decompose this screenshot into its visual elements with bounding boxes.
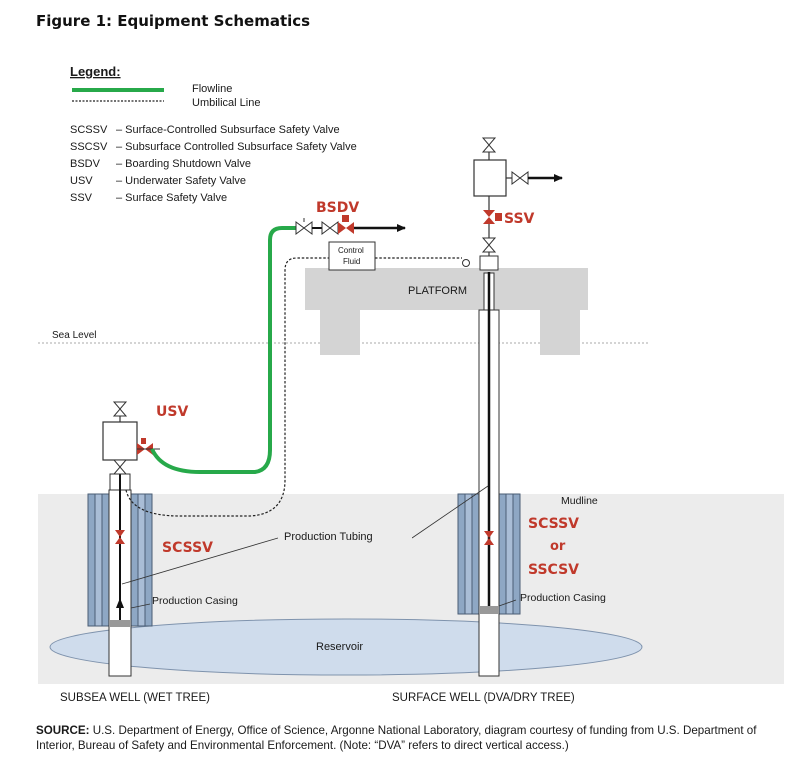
surface-well-caption: SURFACE WELL (DVA/DRY TREE) [392, 692, 575, 704]
control-fluid-box [328, 241, 376, 271]
legend-desc-usv: – Underwater Safety Valve [116, 175, 246, 187]
subsea-well-caption: SUBSEA WELL (WET TREE) [60, 692, 210, 704]
bsdv-label: BSDV [316, 200, 359, 216]
legend-desc-scssv: – Surface-Controlled Subsurface Safety V… [116, 124, 340, 136]
subsea-scssv-valve-icon [115, 530, 125, 544]
source-note: SOURCE: U.S. Department of Energy, Offic… [36, 723, 776, 753]
legend-flowline-label: Flowline [192, 83, 232, 95]
surface-well [457, 137, 563, 677]
control-fluid-label-2: Fluid [343, 257, 360, 266]
production-tubing-leader-right [411, 485, 489, 539]
figure-title: Figure 1: Equipment Schematics [36, 12, 311, 30]
ssv-valve-icon [483, 210, 495, 224]
legend-heading: Legend: [70, 64, 121, 79]
legend-abbr-scssv: SCSSV [70, 124, 108, 136]
production-casing-label-left: Production Casing [152, 595, 238, 607]
bsdv-assembly [295, 215, 406, 235]
surface-tree-body [473, 159, 507, 197]
legend-abbr-bsdv: BSDV [70, 158, 101, 170]
platform: PLATFORM [305, 268, 588, 355]
subsea-tree-body [102, 421, 138, 461]
legend-desc-bsdv: – Boarding Shutdown Valve [116, 158, 251, 170]
legend-abbr-ssv: SSV [70, 192, 93, 204]
control-fluid-label-1: Control [338, 246, 364, 255]
production-casing-label-right: Production Casing [520, 592, 606, 604]
source-text: U.S. Department of Energy, Office of Sci… [36, 724, 757, 752]
umbilical-line [125, 257, 330, 517]
legend-umbilical-label: Umbilical Line [192, 97, 260, 109]
flowline [150, 226, 300, 474]
scssv-label-left: SCSSV [162, 540, 213, 556]
scssv-label-right: SCSSV [528, 516, 579, 532]
production-tubing-leader-left [121, 537, 279, 585]
or-label: or [550, 539, 566, 554]
reservoir-label: Reservoir [316, 641, 363, 653]
legend-abbr-usv: USV [70, 175, 93, 187]
usv-label: USV [156, 404, 188, 420]
bsdv-valve-icon [338, 222, 354, 234]
legend-desc-ssv: – Surface Safety Valve [116, 192, 227, 204]
ssv-label: SSV [504, 211, 535, 227]
sea-level-label: Sea Level [52, 330, 96, 341]
legend-desc-sscsv: – Subsurface Controlled Subsurface Safet… [116, 141, 357, 153]
sscsv-label-right: SSCSV [528, 562, 579, 578]
source-label: SOURCE: [36, 724, 90, 737]
subsea-well [87, 401, 160, 677]
legend-abbr-sscsv: SSCSV [70, 141, 108, 153]
legend: Legend: Flowline Umbilical Line SCSSV – … [70, 64, 357, 204]
surface-scssv-valve-icon [484, 531, 494, 545]
platform-label: PLATFORM [408, 285, 467, 297]
production-tubing-label: Production Tubing [284, 531, 373, 543]
mudline-label: Mudline [561, 495, 598, 507]
